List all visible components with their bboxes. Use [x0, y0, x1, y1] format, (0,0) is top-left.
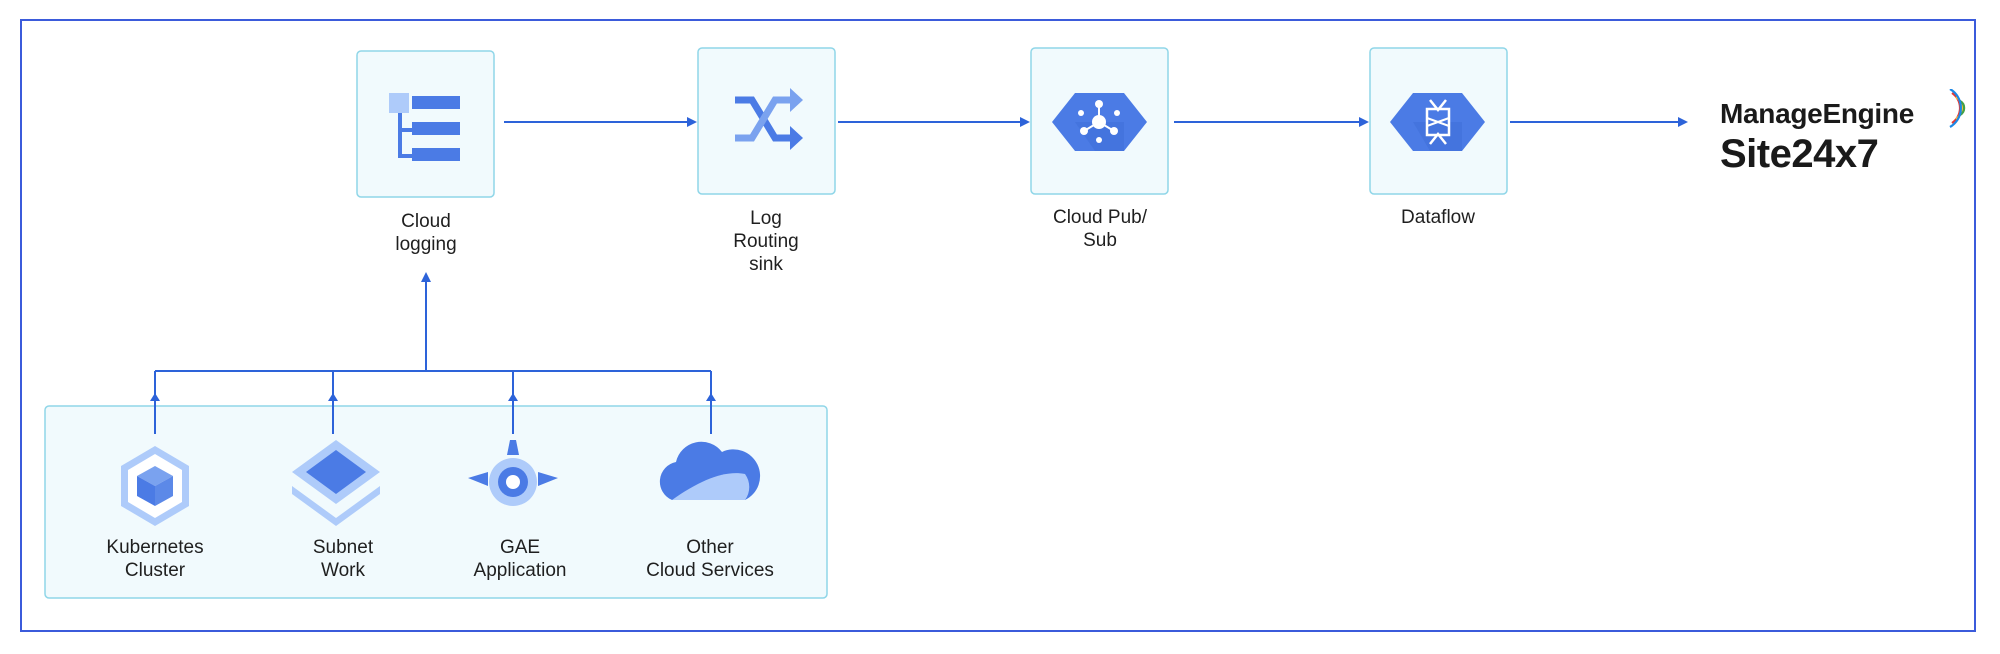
source-label-subnet: Subnet Work	[273, 536, 413, 582]
source-label-line1: Kubernetes	[106, 537, 204, 558]
gae-arrowhead	[508, 393, 518, 401]
app-engine-icon	[468, 440, 558, 506]
brand-site24x7: Site24x7	[1720, 132, 1879, 176]
subnet-arrowhead	[328, 393, 338, 401]
kubernetes-icon	[121, 446, 189, 526]
kubernetes-arrowhead	[150, 393, 160, 401]
source-label-line1: Subnet	[312, 537, 374, 558]
cloud-pubsub-label-line2: Sub	[1083, 230, 1117, 251]
source-label-kubernetes: Kubernetes Cluster	[85, 536, 225, 582]
cloud-pubsub-label-line1: Cloud Pub/	[1052, 207, 1147, 228]
shuffle-icon	[735, 88, 803, 150]
diagram-frame	[20, 19, 1976, 632]
source-label-line2: Application	[473, 560, 567, 581]
cloud-logging-icon	[389, 93, 460, 161]
other-arrowhead	[706, 393, 716, 401]
log-routing-sink-label: Log Routing sink	[706, 207, 826, 276]
cloud-icon	[659, 441, 761, 500]
subnet-layers-icon	[292, 440, 380, 526]
manageengine-swirl-icon	[1949, 89, 1966, 128]
cloud-pubsub-label: Cloud Pub/ Sub	[1030, 206, 1170, 252]
source-label-line2: Cluster	[124, 560, 186, 581]
sources-group-box	[44, 405, 828, 599]
dataflow-label: Dataflow	[1378, 206, 1498, 229]
source-label-line2: Cloud Services	[646, 560, 774, 581]
source-label-line1: GAE	[499, 537, 541, 558]
log-routing-label-line3: sink	[749, 254, 783, 275]
cloud-logging-label: Cloud logging	[366, 210, 486, 256]
source-label-line2: Work	[321, 560, 365, 581]
source-label-other: Other Cloud Services	[620, 536, 800, 582]
cloud-logging-label-line2: logging	[395, 234, 457, 255]
brand-manageengine: ManageEngine	[1720, 98, 1914, 129]
source-label-gae: GAE Application	[450, 536, 590, 582]
log-routing-label-line1: Log	[750, 208, 782, 229]
log-routing-label-line2: Routing	[733, 231, 799, 252]
cloud-logging-label-line1: Cloud	[401, 211, 451, 232]
source-label-line1: Other	[686, 537, 734, 558]
pubsub-hexagon-icon	[1052, 93, 1147, 151]
site24x7-brand: ManageEngine Site24x7	[1720, 89, 1966, 177]
dataflow-hexagon-icon	[1390, 93, 1485, 151]
dataflow-label-text: Dataflow	[1401, 207, 1475, 228]
